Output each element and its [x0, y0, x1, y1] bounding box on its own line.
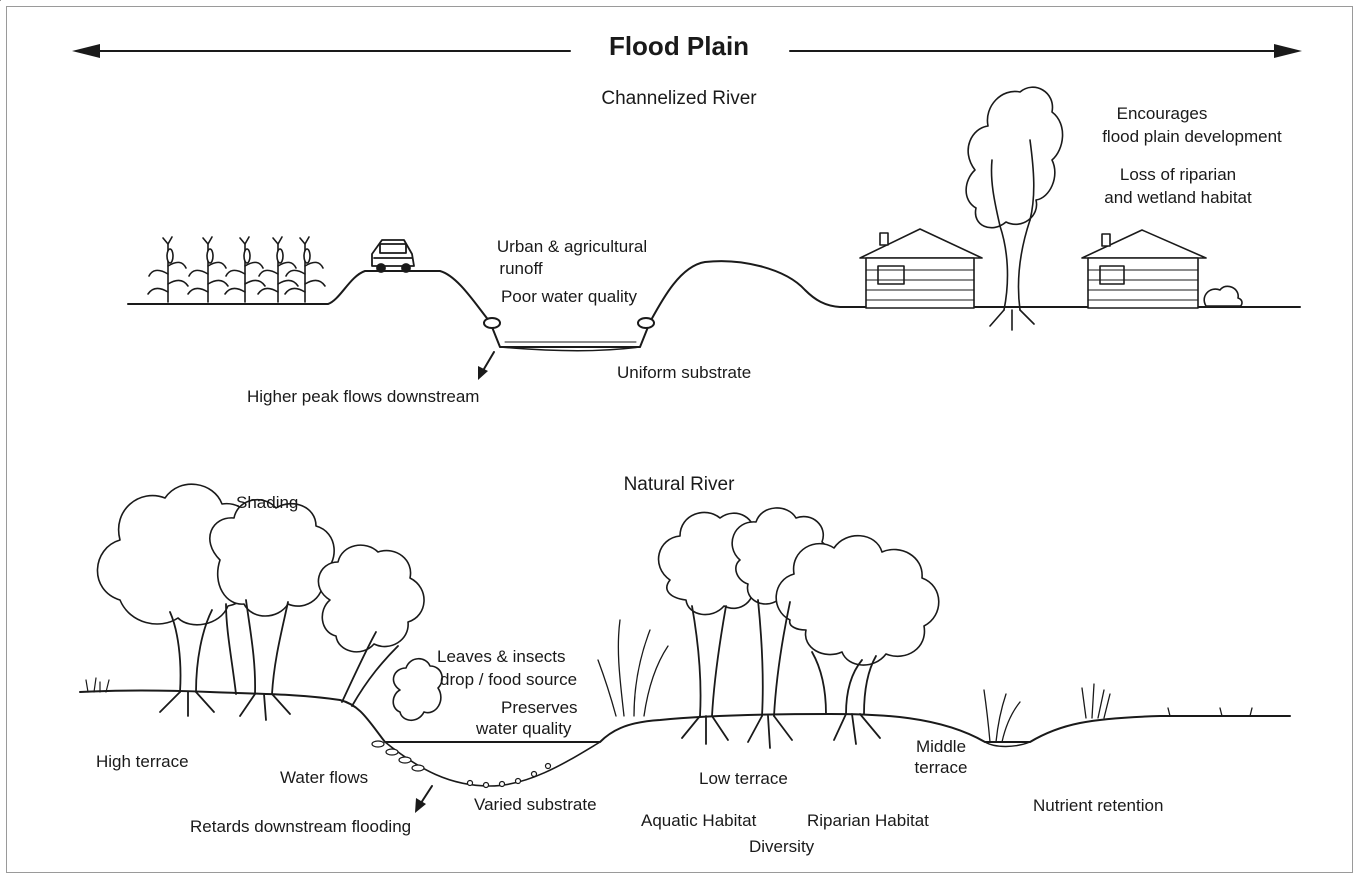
label-preserves-line1: Preserves	[501, 697, 578, 719]
label-riparian-habitat: Riparian Habitat	[807, 810, 929, 832]
grass-icon	[86, 678, 109, 692]
car-icon	[372, 240, 414, 272]
label-encourages-line2: flood plain development	[1102, 126, 1282, 148]
label-loss-line2: and wetland habitat	[1104, 187, 1251, 209]
label-middle-terrace-line2: terrace	[915, 757, 968, 779]
label-uniform-substrate: Uniform substrate	[617, 362, 751, 384]
label-diversity: Diversity	[749, 836, 814, 858]
label-varied-substrate: Varied substrate	[474, 794, 597, 816]
channelized-river-heading: Channelized River	[601, 88, 756, 110]
page-title: Flood Plain	[599, 30, 759, 62]
label-loss-line1: Loss of riparian	[1120, 164, 1236, 186]
label-leaves-line1: Leaves & insects	[437, 646, 566, 668]
label-higher-peak-flows: Higher peak flows downstream	[247, 386, 479, 408]
house-icon	[860, 229, 982, 308]
shrub-icon	[1204, 286, 1242, 306]
house-icon	[1082, 230, 1206, 308]
label-middle-terrace-line1: Middle	[916, 736, 966, 758]
marsh-reeds-icon	[984, 684, 1252, 742]
label-shading: Shading	[236, 492, 298, 514]
label-high-terrace: High terrace	[96, 751, 189, 773]
label-runoff-line2: runoff	[499, 258, 542, 280]
label-poor-water-quality: Poor water quality	[501, 286, 637, 308]
label-aquatic-habitat: Aquatic Habitat	[641, 810, 756, 832]
label-nutrient-retention: Nutrient retention	[1033, 795, 1163, 817]
label-low-terrace: Low terrace	[699, 768, 788, 790]
label-encourages-line1: Encourages	[1117, 103, 1208, 125]
label-runoff-line1: Urban & agricultural	[497, 236, 647, 258]
reeds-icon	[598, 620, 668, 716]
tree-icon	[966, 87, 1062, 330]
retards-flooding-arrow	[415, 786, 432, 813]
downstream-arrow	[478, 352, 494, 380]
trees-low-terrace-icon	[659, 508, 939, 665]
natural-river-heading: Natural River	[624, 474, 735, 496]
label-preserves-line2: water quality	[476, 718, 571, 740]
label-leaves-line2: drop / food source	[440, 669, 577, 691]
trees-high-terrace-icon	[97, 484, 442, 720]
corn-crops-icon	[0, 0, 325, 302]
label-water-flows: Water flows	[280, 767, 368, 789]
label-retards-flooding: Retards downstream flooding	[190, 816, 411, 838]
natural-ground	[80, 691, 1290, 788]
